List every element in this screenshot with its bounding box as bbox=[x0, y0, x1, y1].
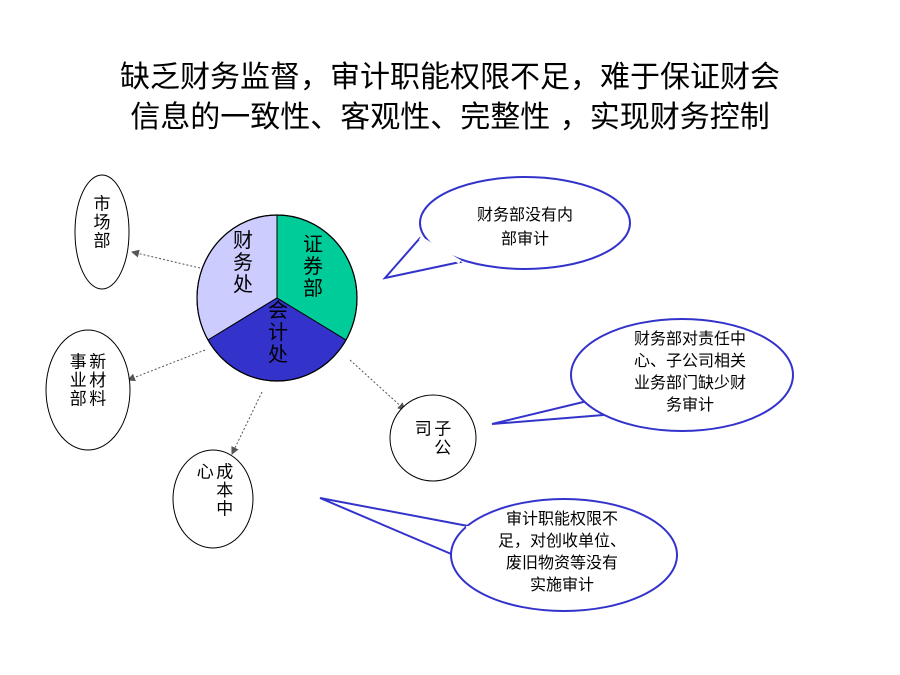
slide-title: 缺乏财务监督，审计职能权限不足，难于保证财会 信息的一致性、客观性、完整性 ，实… bbox=[0, 58, 900, 138]
arrow-to-market bbox=[131, 249, 201, 269]
title-line-1: 缺乏财务监督，审计职能权限不足，难于保证财会 bbox=[120, 60, 780, 95]
department-new-material: 新材料事业部 bbox=[45, 329, 131, 451]
department-pie: 财务处 证券部 会计处 bbox=[196, 214, 358, 382]
arrow-to-subsidiary bbox=[349, 359, 406, 411]
callout-missing-business-audit-text: 财务部对责任中心、子公司相关业务部门缺少财务审计 bbox=[634, 329, 746, 414]
pie-label-accounting: 会计处 bbox=[268, 298, 288, 366]
department-subsidiary: 子公司 bbox=[389, 394, 477, 482]
department-subsidiary-label: 子公司 bbox=[415, 420, 452, 459]
department-cost-center-label: 成本中心 bbox=[197, 462, 234, 519]
relation-arrows bbox=[127, 249, 406, 455]
department-market-label: 市场部 bbox=[94, 194, 111, 251]
arrow-to-cost-center bbox=[231, 391, 263, 455]
pie-label-securities: 证券部 bbox=[303, 232, 323, 300]
pie-label-finance: 财务处 bbox=[233, 228, 253, 296]
callout-no-internal-audit-text: 财务部没有内部审计 bbox=[477, 205, 573, 248]
department-cost-center: 成本中心 bbox=[172, 449, 254, 549]
callout-missing-business-audit: 财务部对责任中心、子公司相关业务部门缺少财务审计 bbox=[491, 318, 794, 432]
department-market: 市场部 bbox=[74, 174, 130, 290]
callout-insufficient-authority: 审计职能权限不足，对创收单位、废旧物资等没有实施审计 bbox=[319, 497, 678, 612]
arrow-to-new-material bbox=[127, 349, 206, 382]
callout-no-internal-audit: 财务部没有内部审计 bbox=[382, 176, 631, 280]
callout-insufficient-authority-text: 审计职能权限不足，对创收单位、废旧物资等没有实施审计 bbox=[498, 509, 626, 594]
title-line-2: 信息的一致性、客观性、完整性 ，实现财务控制 bbox=[130, 100, 770, 135]
department-new-material-label: 新材料事业部 bbox=[70, 352, 107, 409]
